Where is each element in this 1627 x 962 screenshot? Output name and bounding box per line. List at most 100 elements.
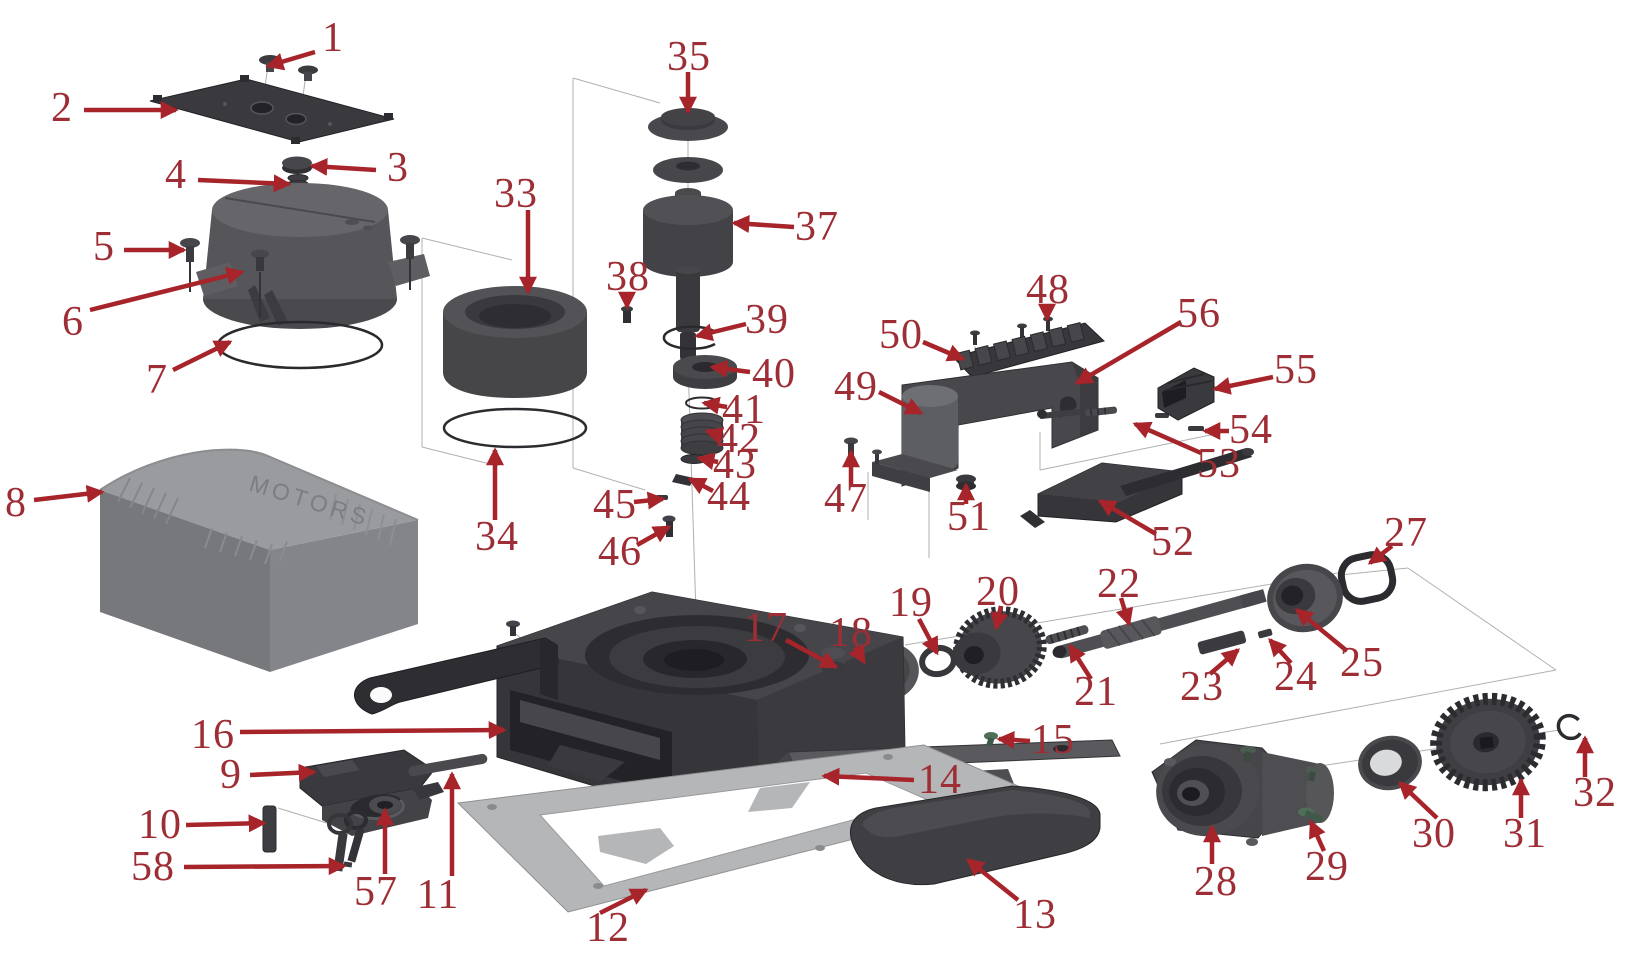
part-label-4-spring-seal-stack: 4 [165,152,187,198]
part-worm-shaft [1052,589,1267,659]
part-release-pin [262,805,277,853]
part-label-52-limit-switch: 52 [1151,519,1195,565]
part-label-34-stator-o-ring: 34 [475,514,519,560]
leader-line-dome-o-ring [172,339,233,373]
part-label-29-flange-screw: 29 [1305,844,1349,890]
part-label-23-shaft-key: 23 [1180,664,1224,710]
leader-line-spring-seal-stack [197,174,292,193]
leader-line-woodruff-key [687,477,715,495]
part-label-58-release-keys: 58 [131,844,175,890]
part-label-20-drive-gear: 20 [976,569,1020,615]
part-label-55-cable-grommet: 55 [1274,347,1318,393]
part-label-35-rotor-cap: 35 [667,34,711,80]
leader-line-thin-ring [701,396,728,415]
part-label-11-lever-rod: 11 [417,872,459,918]
part-cable-grommet [1157,367,1215,421]
leader-line-terminal-block [922,339,966,362]
part-label-22-worm-shaft: 22 [1097,561,1141,607]
leader-line-motor-dome-housing [89,266,245,313]
part-shaft-key [1197,630,1247,655]
part-label-38-set-screw: 38 [606,254,650,300]
part-label-13-rubber-pad: 13 [1013,892,1057,938]
leader-line-toothed-washer [696,452,719,470]
leader-line-ball-bearing [848,644,866,665]
leader-line-flange-screw [1308,819,1327,852]
part-small-key [1257,628,1273,639]
part-shaft-cap [282,156,312,174]
part-label-40-bushing: 40 [752,351,796,397]
part-shaft-collar [1267,563,1343,633]
leader-line-seal-ring [1367,544,1394,565]
leader-line-rubber-pad [965,858,1020,902]
part-shaft-screw [662,515,676,537]
part-label-6-motor-dome-housing: 6 [62,299,84,345]
leader-line-drive-gear [990,605,1009,631]
leader-line-capacitor [877,389,924,416]
part-outer-cover: MOTORS [99,448,419,672]
part-circlip [1556,713,1584,741]
part-label-32-circlip: 32 [1573,770,1617,816]
part-label-43-toothed-washer: 43 [713,442,757,488]
part-label-21-spring: 21 [1074,669,1118,715]
part-label-24-small-key: 24 [1274,654,1318,700]
part-label-57-lock-cylinder: 57 [354,869,398,915]
leader-line-plate-screw [996,731,1031,749]
leader-line-mounting-bars [821,767,915,786]
part-flange-screw [1298,807,1324,823]
leader-line-worm-shaft [1115,597,1134,627]
part-oil-seal [1358,735,1422,791]
part-switch-pins [1037,406,1204,431]
part-rubber-pad [850,785,1101,886]
part-rotor-disc [653,157,723,183]
leader-line-base-plate [598,887,649,916]
part-label-42-worm-sleeve: 42 [717,416,761,462]
leader-line-spring [1068,643,1093,681]
part-label-46-shaft-screw: 46 [598,529,642,575]
leader-line-shim-washer [917,617,939,656]
part-label-48-terminal-screws: 48 [1026,267,1070,313]
part-spring [1045,625,1089,645]
leader-line-cover-plate-screws [265,49,316,71]
leader-line-housing-post [784,638,839,669]
leader-line-shaft-key [1208,648,1241,676]
part-label-31-output-gear: 31 [1503,811,1547,857]
part-label-27-seal-ring: 27 [1384,510,1428,556]
leader-line-bushing [709,360,751,378]
part-plate-screw [984,732,998,747]
leader-line-rotor [731,215,795,233]
part-label-5-motor-cover-screw: 5 [93,224,115,270]
leader-line-shaft-collar [1294,608,1349,653]
part-seal-ring-27 [1337,551,1397,605]
part-label-25-shaft-collar: 25 [1340,640,1384,686]
part-label-49-capacitor: 49 [834,364,878,410]
part-label-10-release-pin: 10 [138,802,182,848]
part-label-53-switch-pin: 53 [1197,441,1241,487]
part-output-gear [1430,692,1546,792]
part-label-41-thin-ring: 41 [722,387,766,433]
part-limit-switch [1020,448,1254,528]
part-output-flange [1151,739,1334,846]
part-label-51-rubber-cap: 51 [947,494,991,540]
leader-line-switch-pin [1132,421,1202,456]
part-label-47-bracket-screw: 47 [824,476,868,522]
part-lever-rod [408,753,488,777]
part-label-3-shaft-cap: 3 [387,145,409,191]
part-label-30-oil-seal: 30 [1412,811,1456,857]
leader-line-dowel-pin [633,491,666,510]
part-label-18-ball-bearing: 18 [829,610,873,656]
part-rotor [643,188,733,363]
part-shim-washer [919,644,957,678]
part-label-17-housing-post: 17 [744,605,788,651]
part-capacitor [872,385,958,492]
part-set-screw [621,306,633,323]
leader-line-shaft-cap [309,157,377,176]
part-label-12-base-plate: 12 [586,905,630,951]
part-terminal-block [952,322,1105,378]
part-label-1-cover-plate-screws: 1 [322,15,344,61]
part-label-37-rotor: 37 [795,204,839,250]
part-label-7-dome-o-ring: 7 [146,357,168,403]
leader-line-small-key [1268,638,1293,665]
